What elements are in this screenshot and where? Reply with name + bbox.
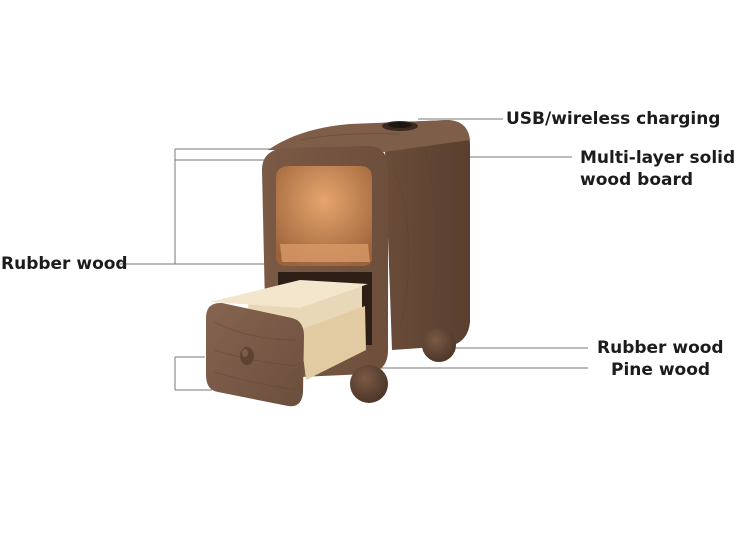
drawer: [206, 280, 368, 407]
drawer-front: [206, 302, 304, 407]
label-multi-layer-solid-wood-board: Multi-layer solid wood board: [580, 147, 735, 191]
drawer-knob: [240, 347, 254, 365]
cabinet-side: [384, 120, 470, 350]
label-multilayer-line1: Multi-layer solid: [580, 148, 736, 168]
foot-front: [350, 365, 388, 403]
label-rubber-wood-right: Rubber wood: [597, 337, 724, 359]
feet: [350, 328, 456, 403]
charging-pad-ring: [388, 122, 412, 128]
label-pine-wood: Pine wood: [611, 359, 710, 381]
label-usb-wireless-charging: USB/wireless charging: [506, 108, 720, 130]
label-rubber-left-text: Rubber wood: [1, 254, 128, 274]
drawer-knob-highlight: [242, 349, 248, 357]
cabinet-top: [268, 120, 470, 152]
drawer-top-edge: [210, 280, 368, 308]
open-shelf: [276, 166, 372, 266]
leader-lines: [120, 118, 588, 391]
shelf-floor: [280, 244, 370, 262]
foot-back: [422, 328, 456, 362]
label-multilayer-line2: wood board: [580, 170, 694, 190]
label-pine-text: Pine wood: [611, 360, 711, 380]
label-rubber-wood-left: Rubber wood: [1, 253, 128, 275]
label-usb-text: USB/wireless charging: [506, 109, 721, 129]
drawer-side: [300, 306, 366, 380]
label-rubber-right-text: Rubber wood: [597, 338, 724, 358]
